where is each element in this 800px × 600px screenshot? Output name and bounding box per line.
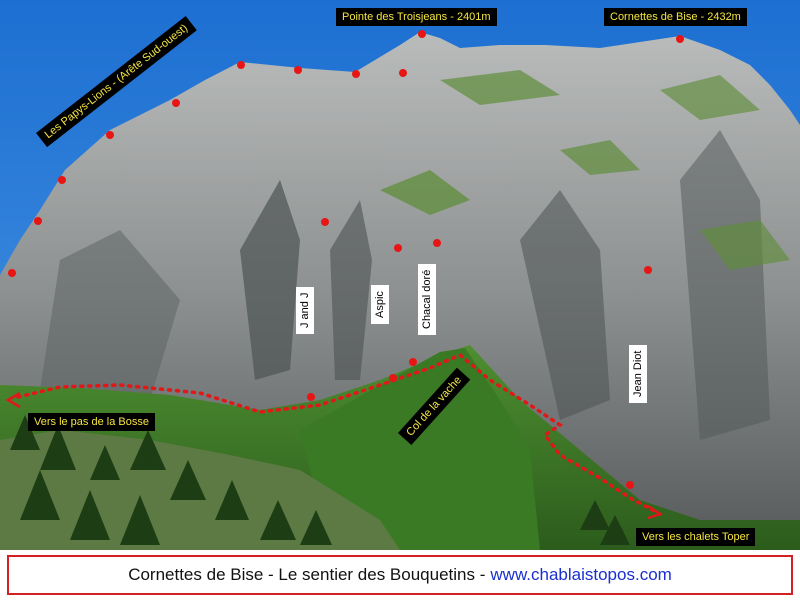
route-arrow-left (5, 391, 21, 409)
caption-footer: Cornettes de Bise - Le sentier des Bouqu… (7, 555, 793, 595)
route-line (16, 352, 662, 516)
label-chalets-toper: Vers les chalets Toper (636, 528, 756, 546)
mountain-photo: Les Papys-Lions - (Arête Sud-ouest) Poin… (0, 0, 800, 550)
label-jean-diot: Jean Diot (629, 344, 647, 403)
grass-patch (440, 70, 560, 105)
label-chacal-dore: Chacal doré (418, 263, 436, 335)
route-markers (8, 30, 684, 489)
gully (520, 190, 610, 420)
gully (680, 130, 770, 440)
gully (330, 200, 372, 380)
gully (40, 230, 180, 400)
label-j-and-j: J and J (296, 286, 314, 334)
website-link[interactable]: www.chablaistopos.com (490, 565, 672, 584)
grass-patch (380, 170, 470, 215)
gully (240, 180, 300, 380)
label-aspic: Aspic (371, 285, 389, 324)
grass-patch (560, 140, 640, 175)
grass-patch (700, 220, 790, 270)
route-arrow-right (647, 504, 663, 520)
label-pas-bosse: Vers le pas de la Bosse (28, 413, 155, 431)
caption-text: Cornettes de Bise - Le sentier des Bouqu… (128, 565, 486, 584)
trees (10, 415, 630, 545)
grass-patch (660, 75, 760, 120)
label-troisjeans: Pointe des Troisjeans - 2401m (336, 8, 497, 26)
label-cornettes-peak: Cornettes de Bise - 2432m (604, 8, 747, 26)
ridge-spur (300, 348, 540, 550)
